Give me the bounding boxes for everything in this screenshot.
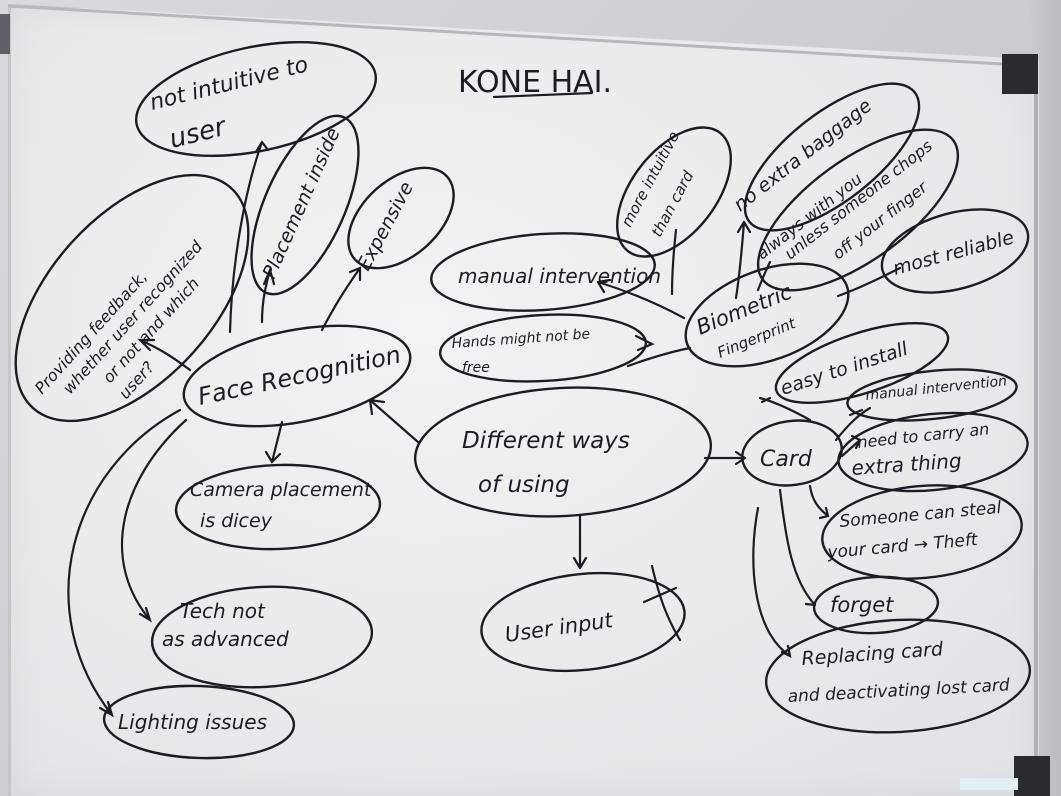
reliable-bubble [880,208,1030,294]
manual-intervention-label: manual intervention [458,264,661,288]
whiteboard [8,4,1039,796]
title-underline [492,91,594,99]
arrow-center-to-face [368,398,420,444]
face-recognition-bubble [182,324,412,428]
reliable-label: most reliable [891,226,1017,279]
arrow-center-to-card [703,450,747,466]
arrow-face-camera [264,420,284,464]
line-card-forget [778,488,817,607]
line-biometric-always [756,260,772,292]
hands-line-2: free [462,360,490,376]
arrowhead-hands [634,334,655,352]
not-intuitive-line-1: not intuitive to [147,52,310,115]
camera-line-2: is dicey [200,510,273,532]
arrow-face-expensive [320,266,362,332]
lighting-bubble [102,684,296,760]
not-intuitive-line-2: user [166,111,231,154]
line-card-steal [808,484,830,520]
carry-line-1: need to carry an [856,419,990,452]
forget-bubble [812,575,940,635]
carry-bubble [837,411,1029,493]
carry-line-2: extra thing [851,448,963,480]
hands-bubble [438,313,648,383]
placement-inside-bubble [250,114,360,296]
feedback-bubble [14,173,250,423]
baggage-bubble [743,82,921,232]
line-card-carry [840,434,862,458]
manual-intervention-bubble [430,232,656,312]
arrow-biometric-baggage [734,220,752,300]
easy-install-bubble [774,321,950,405]
arrow-center-to-input [572,513,588,570]
tech-bubble [150,585,374,689]
arrow-face-intuitive [228,140,270,334]
center-line-1: Different ways [462,428,630,454]
tech-line-1: Tech not [180,599,266,623]
steal-line-1: Someone can steal [839,498,1003,532]
camera-bubble [174,463,382,551]
replacing-line-2: and deactivating lost card [787,675,1010,707]
arrow-face-placement [260,266,276,324]
card-label: Card [760,447,813,472]
forget-label: forget [830,593,894,617]
replacing-bubble [764,618,1032,734]
line-card-manual [834,406,872,442]
line-biometric-reliable [836,266,902,298]
tech-line-2: as advanced [162,627,289,651]
user-input-bubble [480,571,686,673]
steal-bubble [821,484,1023,580]
arrow-face-lighting [67,408,182,718]
replacing-line-1: Replacing card [801,638,945,670]
user-input-cross [642,564,682,642]
line-card-replacing [752,506,792,658]
center-bubble [413,386,713,518]
line-biometric-intuitive [670,228,678,296]
arrow-biometric-manual [596,278,686,320]
more-intuitive-bubble [615,126,733,258]
line-card-easy [758,396,812,422]
user-input-label: User input [503,608,615,647]
lighting-label: Lighting issues [118,710,267,734]
card-manual-label: manual intervention [865,373,1008,404]
hands-line-1: Hands might not be [451,326,590,352]
arrow-hands-biometric [626,346,692,368]
camera-line-1: Camera placement [190,479,373,501]
center-line-2: of using [478,472,570,498]
arrow-face-feedback [137,338,192,372]
biometric-bubble [684,262,850,368]
arrow-face-tech [120,418,188,623]
steal-line-2: your card → Theft [826,530,980,563]
expensive-bubble [347,166,455,270]
card-manual-bubble [846,368,1018,422]
